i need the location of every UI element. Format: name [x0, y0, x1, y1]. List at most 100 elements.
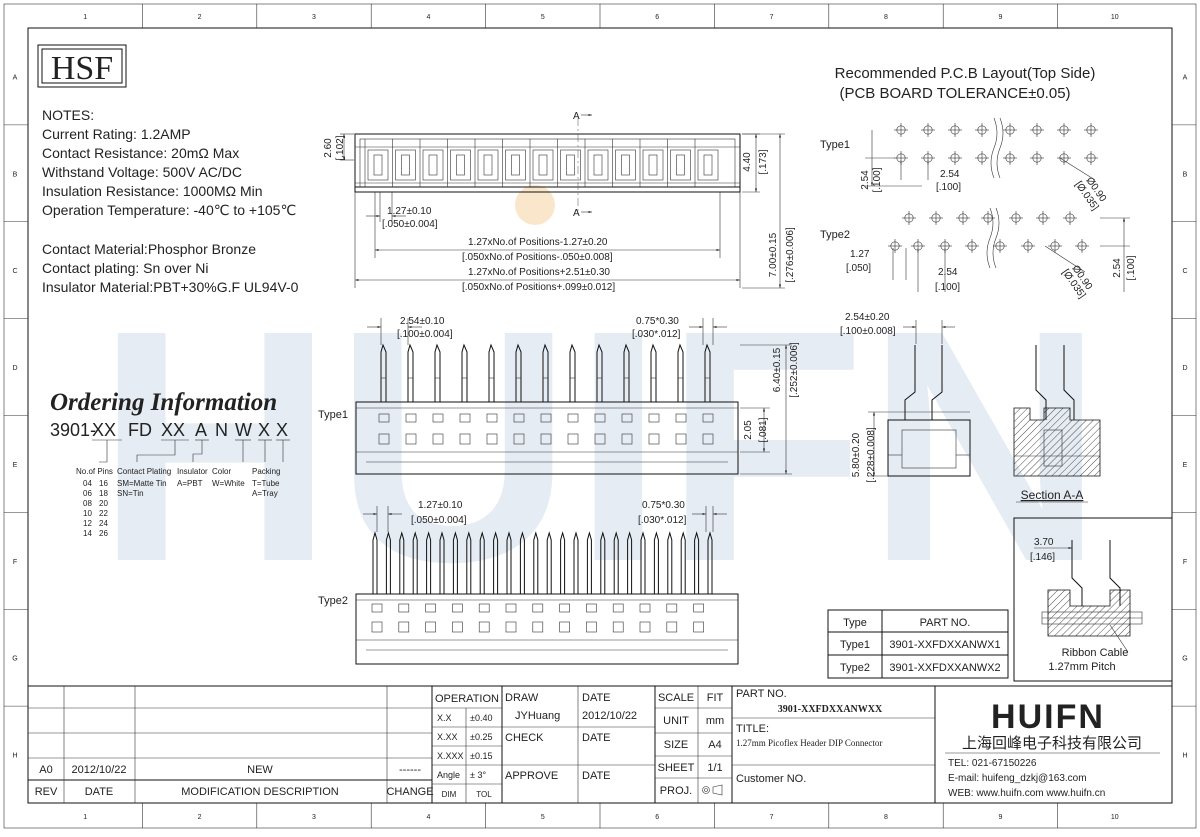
type1-window [648, 413, 660, 423]
cable-detail: 3.70 [.146] Ribbon Cable 1.27mm Pitch [1013, 517, 1173, 682]
type1-pin [488, 343, 495, 402]
contact-cell [505, 149, 526, 181]
type1-window [432, 413, 444, 423]
type1-window [378, 433, 390, 445]
contact-slot [648, 154, 658, 176]
contact-slot [703, 154, 713, 176]
zone-column-label: 9 [998, 814, 1002, 821]
insulator-option: A=PBT [177, 479, 203, 488]
zone-row-label: F [1183, 559, 1187, 566]
type1-pin [650, 343, 657, 402]
type1-window [513, 413, 525, 423]
type1-pin [569, 343, 576, 402]
rev-change: ------ [399, 764, 421, 776]
code-part: XX [161, 420, 185, 440]
type2-pin [533, 531, 539, 594]
contact-slot [401, 154, 410, 176]
type1-window [702, 433, 714, 445]
type2-window [371, 621, 383, 633]
part-table: Type PART NO. Type1 3901-XXFDXXANWX1 Typ… [827, 609, 1009, 679]
type1-window [513, 433, 525, 445]
type1-body-h-in: [.081] [758, 417, 769, 442]
top-view: A A 2.60 [.102] 4.40 [.173] 7.00±0.15 [.… [323, 111, 796, 293]
rev-header-description: MODIFICATION DESCRIPTION [181, 786, 339, 798]
type1-window [459, 433, 471, 445]
ordering-code: 3901- XX FD XX A N W X X [50, 420, 288, 440]
part-no-label: PART NO. [736, 688, 787, 700]
zone-column-label: 5 [541, 814, 545, 821]
pins-option: 12 [83, 519, 92, 528]
type2-window [586, 603, 597, 613]
tolerance-value: ±0.15 [470, 751, 492, 761]
contact-slot [428, 154, 438, 176]
dim-label: DIM [442, 790, 457, 799]
contact-cell [670, 149, 691, 181]
pcb-subtitle: (PCB BOARD TOLERANCE±0.05) [839, 85, 1070, 102]
type1-window [621, 413, 633, 423]
type1-pin-in: [.030*.012] [632, 329, 681, 340]
notes-block: NOTES: Current Rating: 1.2AMP Contact Re… [42, 107, 299, 295]
top-pitch-in: [.050±0.004] [382, 219, 438, 230]
type1-window [540, 413, 552, 423]
type1-window [594, 433, 606, 445]
contact-slot [538, 154, 548, 176]
ordering-legend: No.of Pins Contact Plating Insulator Col… [76, 467, 280, 538]
type1-pin [677, 343, 684, 402]
contact-slot [483, 154, 493, 176]
type2-window [505, 603, 517, 613]
table-header-type: Type [843, 617, 867, 629]
zone-row-label: B [1183, 171, 1188, 178]
type1-window [540, 433, 552, 445]
rev-header-change: CHANGE [386, 786, 433, 798]
type1-window [378, 413, 390, 423]
type2-pin [694, 531, 700, 594]
zone-column-label: 4 [426, 814, 430, 821]
type2-window [532, 621, 544, 633]
type2-window [612, 603, 624, 613]
zone-row-label: A [13, 74, 18, 81]
type2-window [639, 621, 651, 633]
type2-pin [560, 531, 566, 594]
contact-slot [621, 154, 630, 176]
contact-slot [593, 154, 603, 176]
zone-row-label: C [1182, 268, 1187, 275]
type2-front-view: Type2 1.27±0.10 [.050±0.004] 0.75*0.30 [… [318, 500, 739, 665]
type2-pitch: 1.27±0.10 [418, 500, 463, 511]
zone-row-label: D [12, 365, 17, 372]
zone-row-label: E [1183, 462, 1188, 469]
type2-pin: 0.75*0.30 [642, 500, 685, 511]
contact-slot [566, 154, 575, 176]
type2-pin [506, 531, 512, 594]
type2-pins [372, 531, 713, 594]
pins-option: 26 [99, 529, 108, 538]
type2-pin [372, 531, 378, 594]
type2-window [478, 603, 490, 613]
zone-column-label: 6 [655, 814, 659, 821]
top-dim-b-in: [.050xNo.of Positions+.099±0.012] [462, 282, 615, 293]
code-part: A [195, 420, 207, 440]
zone-column-label: 6 [655, 14, 659, 21]
company-email: E-mail: huifeng_dzkj@163.com [948, 773, 1087, 784]
top-contact-cells [364, 139, 719, 187]
pcb-t2-pitch-v-in: [.100] [1126, 255, 1137, 280]
table-cell: Type2 [840, 662, 870, 674]
zone-row-label: C [12, 268, 17, 275]
rev-header-date: DATE [85, 786, 114, 798]
title-value: 1.27mm Picoflex Header DIP Connector [736, 738, 882, 748]
top-overall: 7.00±0.15 [768, 232, 779, 277]
label-insulator: Insulator [177, 467, 208, 476]
draw-label: DRAW [505, 692, 539, 704]
code-part: X [258, 420, 270, 440]
zone-column-label: 1 [83, 14, 87, 21]
pins-option: 10 [83, 509, 92, 518]
watermark-dot [515, 185, 555, 225]
type1-pin [596, 343, 603, 402]
side-height: 5.80±0.20 [851, 432, 862, 477]
type2-pin [586, 531, 592, 594]
pcb-t2-pitch-h-in: [.100] [935, 282, 960, 293]
type2-pin [452, 531, 458, 594]
contact-cell [642, 149, 664, 181]
note-line: Operation Temperature: -40℃ to +105℃ [42, 202, 296, 218]
type1-pin [623, 343, 630, 402]
